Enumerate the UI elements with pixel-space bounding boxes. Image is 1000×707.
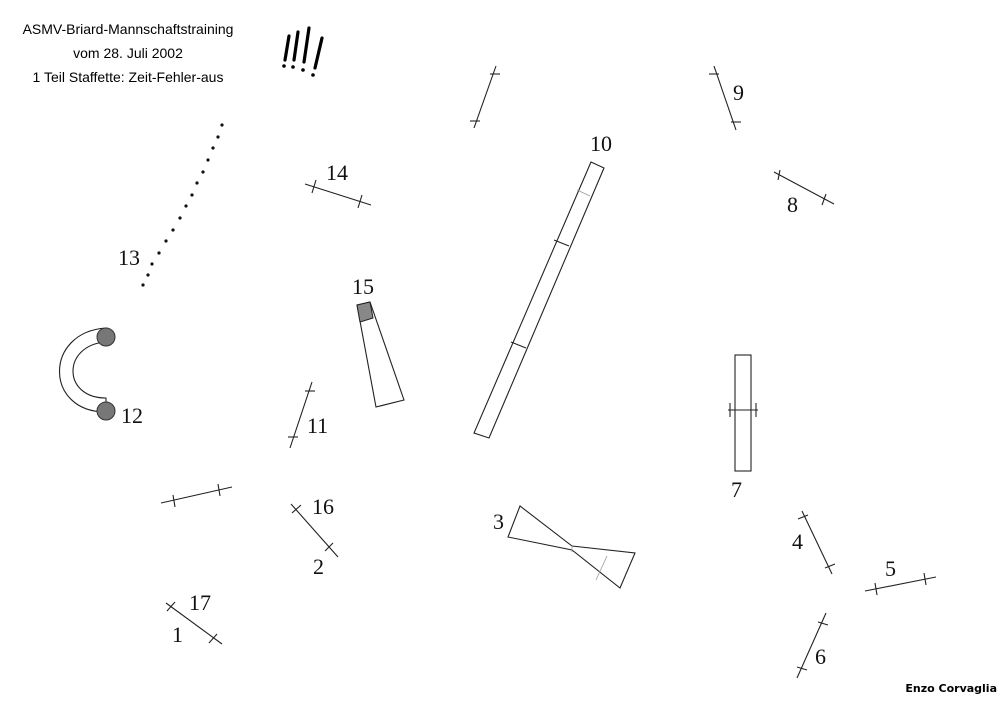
weave-13: 13	[118, 123, 224, 287]
number-14: 14	[326, 160, 348, 185]
number-12: 12	[121, 403, 143, 428]
dogwalk-10: 10	[473, 131, 612, 439]
jump-4: 4	[792, 510, 836, 575]
number-17: 17	[189, 590, 211, 615]
jump-2-16: 16 2	[290, 494, 339, 579]
chute-15: 15	[352, 274, 405, 408]
number-16: 16	[312, 494, 334, 519]
jump-14: 14	[304, 160, 372, 209]
jump-11: 11	[288, 381, 328, 449]
tunnel-12: 12	[59, 327, 143, 428]
start-marker	[282, 26, 324, 77]
number-9: 9	[733, 80, 744, 105]
title-line-3: 1 Teil Staffette: Zeit-Fehler-aus	[33, 69, 224, 85]
jump-1-17: 17 1	[165, 590, 223, 647]
number-4: 4	[792, 529, 803, 554]
jump-top-center	[470, 65, 500, 129]
seesaw-7: 7	[728, 354, 758, 502]
jump-8: 8	[773, 169, 835, 217]
number-3: 3	[493, 509, 504, 534]
number-13: 13	[118, 245, 140, 270]
jump-5: 5	[864, 556, 937, 596]
jump-left	[160, 483, 233, 508]
number-6: 6	[815, 644, 826, 669]
number-15: 15	[352, 274, 374, 299]
title-line-1: ASMV-Briard-Mannschaftstraining	[23, 21, 234, 37]
number-1: 1	[172, 622, 183, 647]
title-line-2: vom 28. Juli 2002	[73, 45, 183, 61]
number-2: 2	[313, 554, 324, 579]
course-title: ASMV-Briard-Mannschaftstraining vom 28. …	[23, 21, 234, 85]
number-7: 7	[731, 477, 742, 502]
number-10: 10	[590, 131, 612, 156]
obstacle-3: 3	[493, 505, 636, 589]
jump-6: 6	[796, 612, 829, 679]
number-8: 8	[787, 192, 798, 217]
number-5: 5	[885, 556, 896, 581]
number-11: 11	[307, 413, 328, 438]
author-credit: Enzo Corvaglia	[905, 682, 997, 695]
jump-9: 9	[709, 65, 744, 131]
